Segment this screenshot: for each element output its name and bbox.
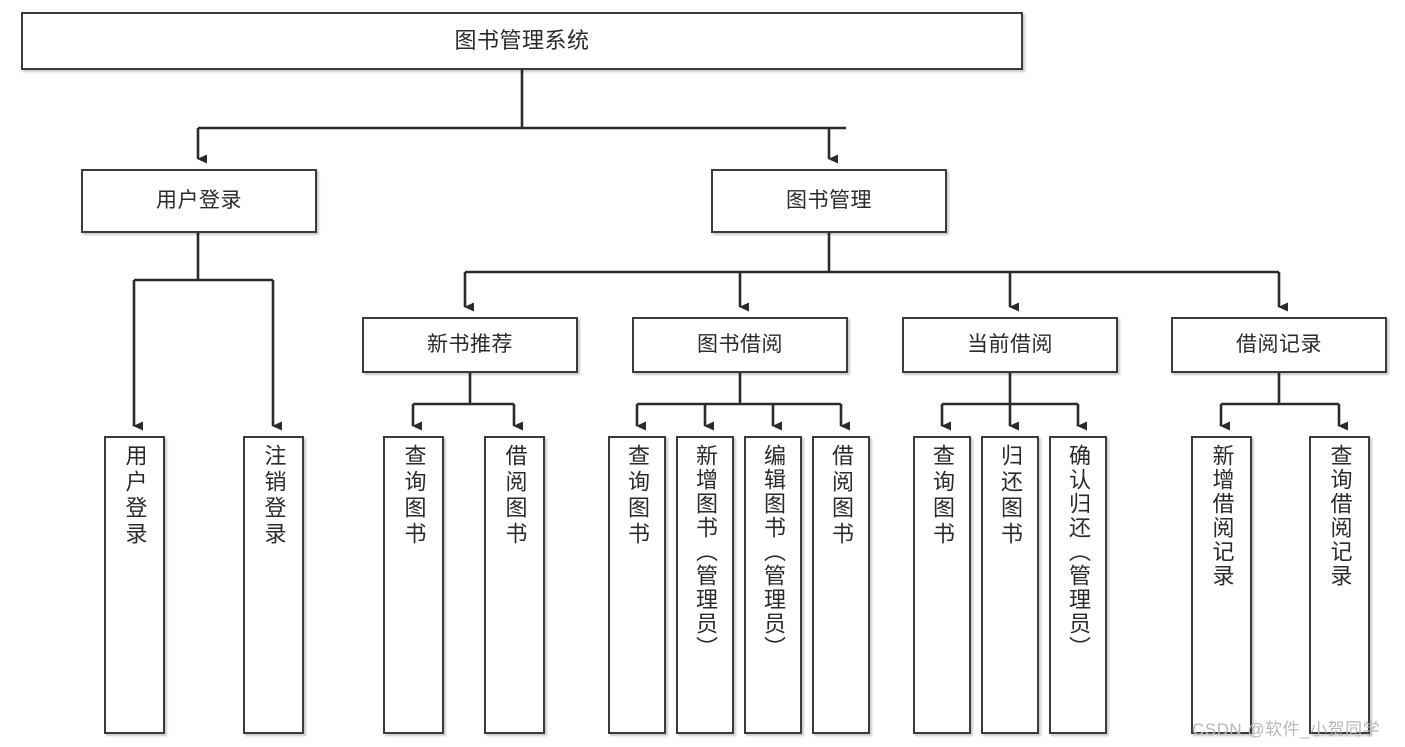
leaf-borrow-book-recommend[interactable]: 借阅图书 bbox=[484, 436, 545, 734]
leaf-edit-book[interactable]: 编辑图书（管理员） bbox=[744, 436, 802, 734]
node-label: 新增借阅记录 bbox=[1209, 444, 1235, 588]
leaf-query-book-recommend[interactable]: 查询图书 bbox=[383, 436, 444, 734]
node-label: 图书管理系统 bbox=[454, 28, 590, 54]
node-label: 注销登录 bbox=[261, 444, 287, 548]
node-label: 查询借阅记录 bbox=[1327, 444, 1353, 588]
node-borrow-record[interactable]: 借阅记录 bbox=[1171, 317, 1387, 373]
node-label: 图书管理 bbox=[786, 188, 872, 212]
leaf-user-login[interactable]: 用户登录 bbox=[104, 436, 165, 734]
node-current-borrow[interactable]: 当前借阅 bbox=[902, 317, 1118, 373]
node-label: 用户登录 bbox=[122, 444, 148, 548]
node-label: 当前借阅 bbox=[967, 332, 1053, 356]
node-user-login[interactable]: 用户登录 bbox=[81, 169, 317, 233]
leaf-add-book[interactable]: 新增图书（管理员） bbox=[676, 436, 734, 734]
node-label: 编辑图书（管理员） bbox=[761, 444, 786, 660]
leaf-logout-login[interactable]: 注销登录 bbox=[243, 436, 304, 734]
leaf-confirm-return[interactable]: 确认归还（管理员） bbox=[1049, 436, 1107, 734]
node-new-book-recommend[interactable]: 新书推荐 bbox=[362, 317, 578, 373]
node-label: 确认归还（管理员） bbox=[1066, 444, 1091, 660]
node-label: 新增图书（管理员） bbox=[693, 444, 718, 660]
node-label: 借阅图书 bbox=[502, 444, 528, 548]
node-label: 归还图书 bbox=[998, 444, 1023, 548]
leaf-return-book[interactable]: 归还图书 bbox=[981, 436, 1039, 734]
node-label: 借阅记录 bbox=[1236, 332, 1322, 356]
leaf-query-borrow-record[interactable]: 查询借阅记录 bbox=[1309, 436, 1370, 734]
node-label: 借阅图书 bbox=[829, 444, 854, 548]
leaf-borrow-book[interactable]: 借阅图书 bbox=[812, 436, 870, 734]
node-label: 图书借阅 bbox=[697, 332, 783, 356]
leaf-query-book-borrow[interactable]: 查询图书 bbox=[608, 436, 666, 734]
node-label: 查询图书 bbox=[401, 444, 427, 548]
node-label: 查询图书 bbox=[930, 444, 955, 548]
node-root-book-management-system[interactable]: 图书管理系统 bbox=[21, 12, 1023, 70]
node-label: 用户登录 bbox=[156, 188, 242, 212]
node-label: 查询图书 bbox=[625, 444, 650, 548]
watermark: CSDN @软件_小贺同学 bbox=[1192, 720, 1381, 739]
node-book-borrow[interactable]: 图书借阅 bbox=[632, 317, 848, 373]
leaf-add-borrow-record[interactable]: 新增借阅记录 bbox=[1191, 436, 1252, 734]
leaf-query-book-current[interactable]: 查询图书 bbox=[913, 436, 971, 734]
node-book-management[interactable]: 图书管理 bbox=[711, 169, 947, 233]
node-label: 新书推荐 bbox=[427, 332, 513, 356]
